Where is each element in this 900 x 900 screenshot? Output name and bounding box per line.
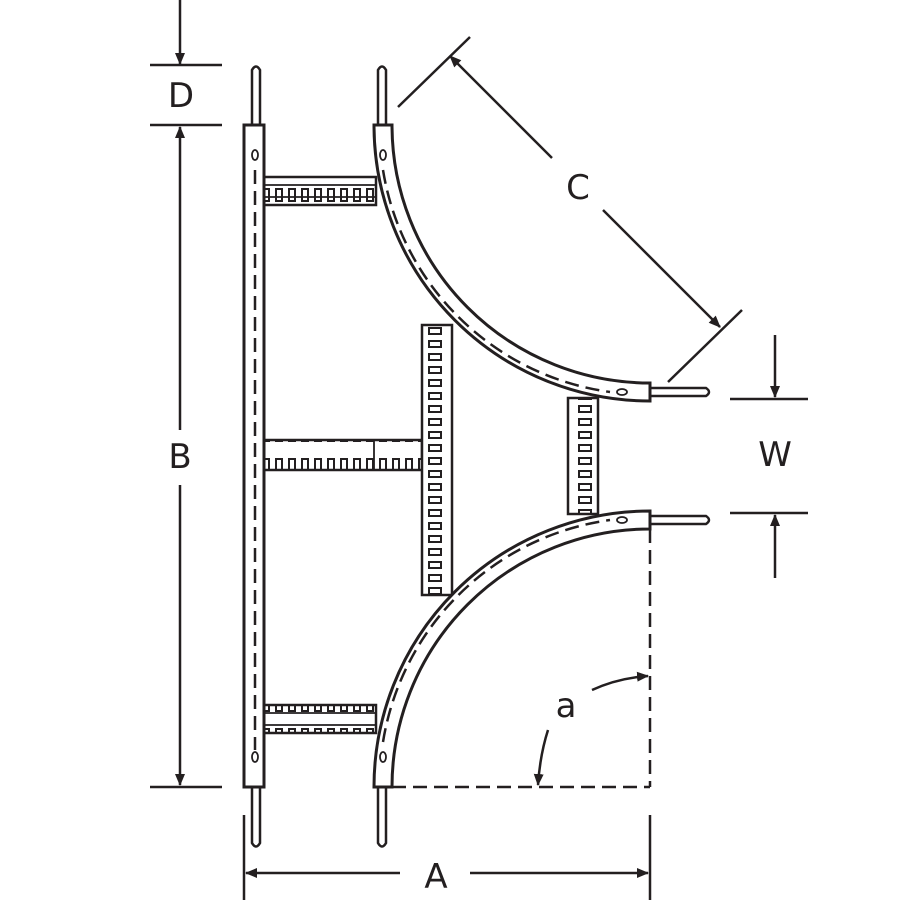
dimension-w xyxy=(730,335,808,578)
lower-curved-rail xyxy=(372,509,711,848)
branch-rung-small xyxy=(566,396,600,516)
dimension-a xyxy=(242,815,652,900)
dimension-c xyxy=(397,36,743,383)
left-side-rail xyxy=(242,65,266,848)
label-b: B xyxy=(168,437,191,477)
label-angle: a xyxy=(556,686,577,726)
angle-construction xyxy=(392,529,652,789)
label-w: W xyxy=(758,435,792,475)
dimension-d xyxy=(150,0,222,127)
label-a: A xyxy=(424,857,447,897)
label-c: C xyxy=(566,168,590,208)
upper-curved-rail xyxy=(372,65,711,403)
rung-middle xyxy=(262,438,424,472)
rung-bottom xyxy=(262,703,378,735)
branch-rung-vertical xyxy=(420,323,454,597)
dimension-b xyxy=(150,126,222,789)
rung-top xyxy=(262,175,378,207)
label-d: D xyxy=(168,76,194,116)
